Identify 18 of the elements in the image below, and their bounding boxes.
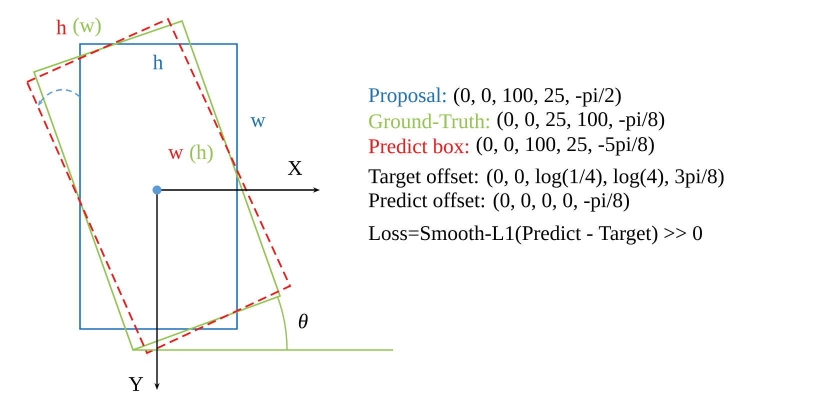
value-text: Target offset: (0, 0, log(1/4), log(4), 3pi/8): [368, 168, 724, 188]
value-text: (0, 0, 25, 100, -pi/8): [497, 112, 664, 130]
box-name-label: Ground-Truth:: [369, 114, 489, 128]
value-text: (0, 0, 100, 25, -5pi/8): [476, 136, 654, 156]
angle-label: θ: [298, 314, 308, 328]
box-name-label: Predict box:: [368, 138, 468, 154]
value-text: Predict offset: (0, 0, 0, 0, -pi/8): [368, 192, 629, 212]
dimension-label: w: [250, 117, 266, 127]
formula-text: Loss=Smooth-L1(Predict - Target) >> 0: [368, 226, 702, 245]
axis-label: X: [288, 161, 302, 175]
dimension-label: w: [168, 149, 184, 159]
dimension-label: (h): [190, 144, 213, 164]
value-text: (0, 0, 100, 25, -pi/2): [454, 88, 621, 106]
axis-label: Y: [128, 377, 144, 391]
box-name-label: Proposal:: [368, 88, 446, 106]
dimension-label: h: [56, 20, 66, 34]
dimension-label: h: [152, 54, 163, 70]
dimension-label: (w): [73, 18, 101, 36]
